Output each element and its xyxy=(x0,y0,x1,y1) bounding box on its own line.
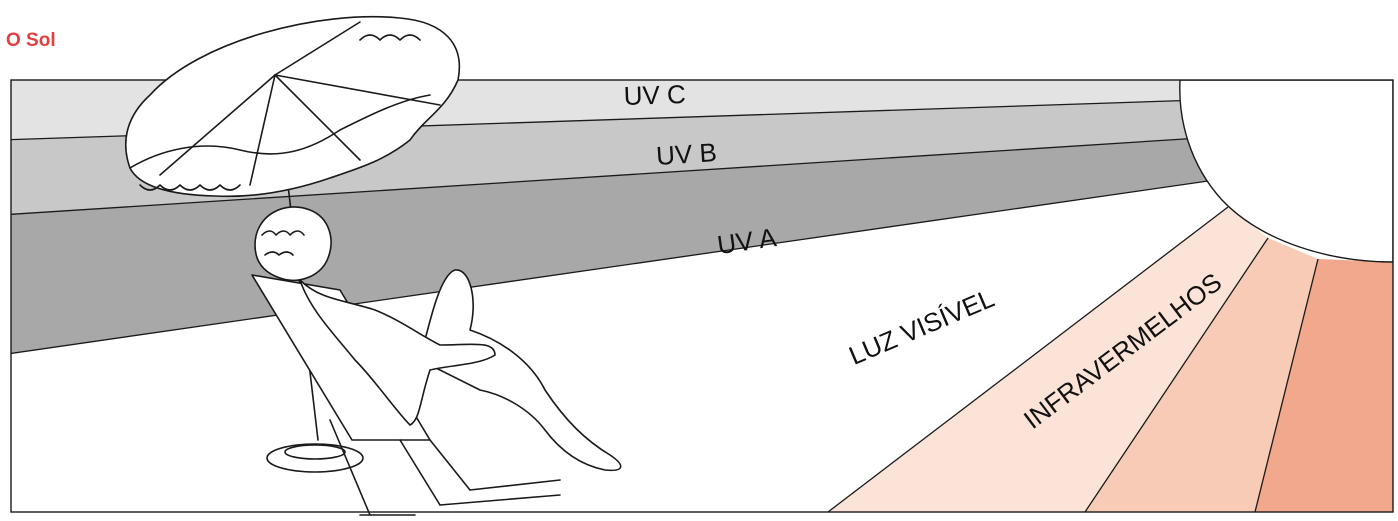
uv-b-band xyxy=(11,100,1200,215)
sun-disc xyxy=(1179,80,1393,263)
visible-light-label: LUZ VISÍVEL xyxy=(844,283,998,371)
infrared-sector-2 xyxy=(1085,238,1318,512)
page-title: O Sol xyxy=(6,30,56,51)
uv-c-label: UV C xyxy=(623,79,686,111)
diagram-frame xyxy=(10,79,1394,513)
infrared-sector-3 xyxy=(1255,259,1393,512)
umbrella-illustration xyxy=(124,15,461,473)
woman-sunbathing-illustration xyxy=(251,206,622,516)
infrared-sector-1 xyxy=(828,207,1268,512)
uv-b-label: UV B xyxy=(655,137,717,171)
